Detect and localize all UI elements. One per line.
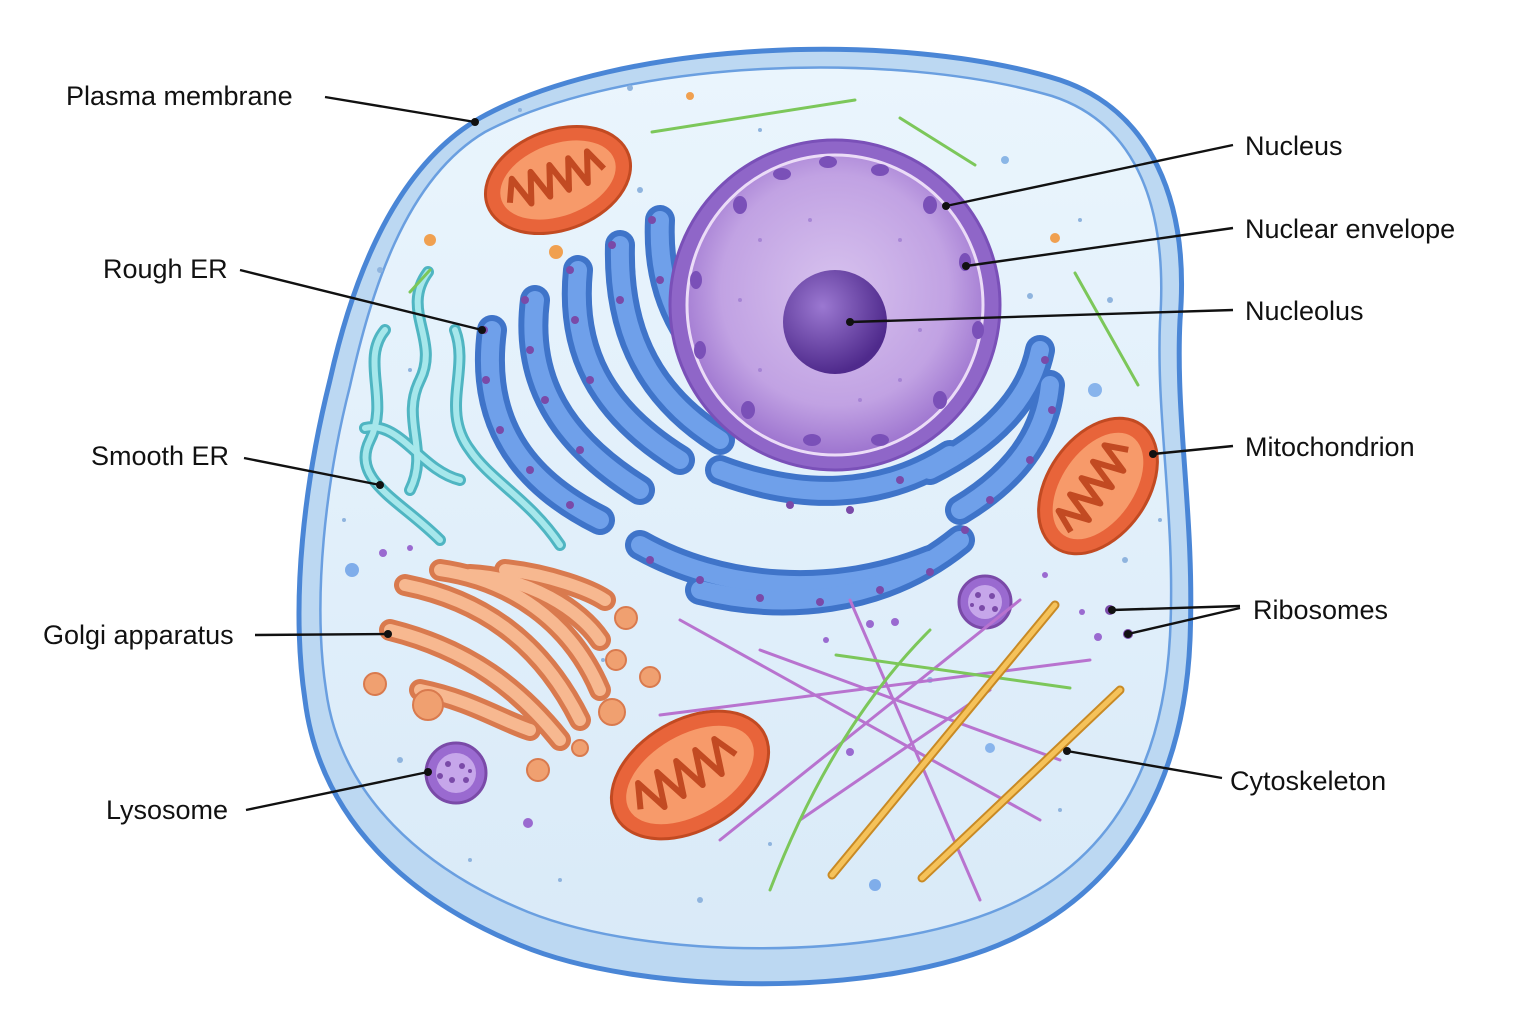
label-lysosome: Lysosome [106, 795, 228, 825]
label-golgi-apparatus: Golgi apparatus [43, 620, 234, 650]
cytoskeleton [408, 98, 1140, 902]
label-nucleolus: Nucleolus [1245, 296, 1364, 326]
label-smooth-er: Smooth ER [91, 441, 229, 471]
label-mitochondrion: Mitochondrion [1245, 432, 1415, 462]
golgi-apparatus [363, 559, 661, 782]
leader-lines [239, 95, 1241, 812]
label-cytoskeleton: Cytoskeleton [1230, 766, 1386, 796]
nucleolus [783, 270, 887, 374]
nuclear-pores [690, 156, 984, 446]
label-nuclear-envelope: Nuclear envelope [1245, 214, 1455, 244]
label-rough-er: Rough ER [103, 254, 228, 284]
nucleus [668, 138, 1002, 472]
mitochondria [483, 124, 1159, 841]
rough-er [474, 205, 1065, 616]
label-nucleus: Nucleus [1245, 131, 1343, 161]
labels: Plasma membrane Rough ER Smooth ER Golgi… [43, 81, 1455, 825]
smooth-er [359, 266, 566, 551]
label-ribosomes: Ribosomes [1253, 595, 1388, 625]
label-plasma-membrane: Plasma membrane [66, 81, 293, 111]
